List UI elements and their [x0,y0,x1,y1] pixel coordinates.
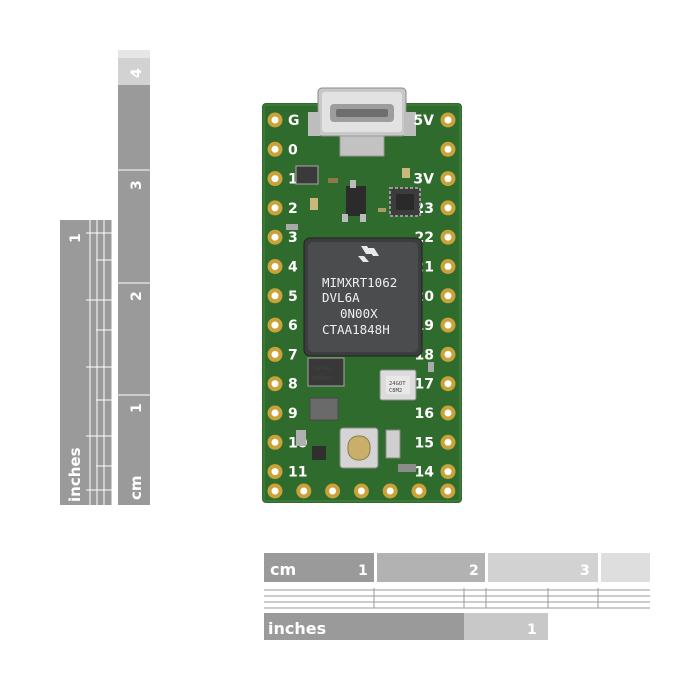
flash-chip-line-1: *1P742 [312,366,332,372]
left-pin-label: 11 [288,465,307,481]
vertical-cm-tick-1: 1 [129,403,145,413]
chip-line-2: DVL6A [322,290,360,305]
bottom-pin-hole [353,483,369,499]
left-pin-label: G [288,113,300,129]
main-processor-chip: MIMXRT1062 DVL6A 0N00X CTAA1848H [303,237,423,357]
crystal-line-1: 24GOT [389,381,406,387]
left-pin-labels: G01234567891011 [288,113,308,481]
right-pin-holes [440,112,456,480]
right-pin-hole [440,346,456,362]
crystal-line-2: C8M2 [389,388,402,394]
right-pin-hole [440,229,456,245]
right-pin-hole [440,171,456,187]
flash-chip-line-2: DM34EC [312,376,332,382]
left-pin-label: 6 [288,318,298,334]
left-pin-label: 1 [288,172,298,188]
right-pin-label: 17 [415,377,434,393]
bottom-pin-hole [440,483,456,499]
bottom-pin-holes [267,483,456,499]
chip-line-3: 0N00X [340,306,378,321]
left-pin-label: 9 [288,406,298,422]
bottom-pin-hole [267,483,283,499]
usb-connector [308,87,416,157]
left-pin-label: 3 [288,230,298,246]
left-pin-label: 2 [288,201,298,217]
vertical-cm-tick-3: 3 [129,180,145,190]
bottom-pin-hole [382,483,398,499]
horizontal-cm-label: cm [270,560,296,579]
left-pin-label: 5 [288,289,298,305]
horizontal-ruler-inches-block [264,613,464,640]
vertical-cm-tick-4: 4 [129,68,145,78]
bottom-pin-hole [325,483,341,499]
right-pin-hole [440,112,456,128]
small-crystal [385,429,401,459]
left-pin-hole [267,288,283,304]
left-pin-hole [267,112,283,128]
left-pin-hole [267,259,283,274]
teensy-board: G01234567891011 5V3V23222120191817161514… [262,87,462,503]
flash-chip: *1P742 DM34EC [307,357,345,387]
left-pin-label: 4 [288,260,298,276]
vertical-inches-label: inches [66,447,84,502]
right-pin-hole [440,464,456,480]
right-pin-label: 15 [415,435,434,451]
right-pin-hole [440,376,456,392]
bottom-pin-hole [411,483,427,499]
right-pin-hole [440,405,456,421]
passive-components [286,168,434,472]
left-pin-hole [267,141,283,157]
right-pin-label: 16 [415,406,434,422]
vertical-cm-label: cm [127,475,145,500]
inductor [309,397,339,421]
bottom-pin-hole [296,483,312,499]
left-pin-label: 7 [288,347,298,363]
left-pin-hole [267,464,283,480]
vertical-inch-tick-1: 1 [68,233,84,243]
left-pin-label: 8 [288,377,298,393]
left-pin-hole [267,171,283,187]
chip-line-4: CTAA1848H [322,322,390,337]
left-pin-hole [267,405,283,421]
right-pin-hole [440,259,456,274]
horizontal-inches-label: inches [268,619,326,638]
horizontal-cm-tick-2: 2 [469,563,479,579]
horizontal-cm-tick-1: 1 [358,563,368,579]
left-pin-hole [267,200,283,216]
transistor-component [342,180,366,222]
right-pin-hole [440,288,456,304]
left-pin-hole [267,346,283,362]
horizontal-ruler: cm 1 2 3 inches 1 [264,553,650,640]
horizontal-ruler-cm-block [264,553,374,582]
left-pin-holes [267,112,283,480]
vertical-ruler: inches 1 cm 1 2 3 4 [60,50,150,505]
right-pin-label: 14 [415,465,435,481]
regulator-chip [312,446,326,460]
vertical-ruler-inches-block [60,220,112,505]
right-pin-label: 3V [413,172,434,188]
left-pin-hole [267,434,283,450]
chip-line-1: MIMXRT1062 [322,275,397,290]
horizontal-cm-tick-3: 3 [580,563,590,579]
small-ic [295,165,319,185]
left-pin-label: 0 [288,142,298,158]
right-pin-hole [440,200,456,216]
right-pin-label: 5V [413,113,434,129]
nxp-logo-icon [358,246,379,262]
crystal-oscillator: 24GOT C8M2 [379,369,417,401]
small-qfn-chip [389,187,421,217]
left-pin-hole [267,229,283,245]
vertical-cm-tick-2: 2 [129,291,145,301]
left-pin-hole [267,376,283,392]
right-pin-hole [440,317,456,333]
horizontal-inch-tick-1: 1 [527,622,537,638]
right-pin-hole [440,434,456,450]
vertical-ruler-cm-block [118,85,150,505]
program-button [339,427,379,469]
right-pin-hole [440,141,456,157]
left-pin-hole [267,317,283,333]
